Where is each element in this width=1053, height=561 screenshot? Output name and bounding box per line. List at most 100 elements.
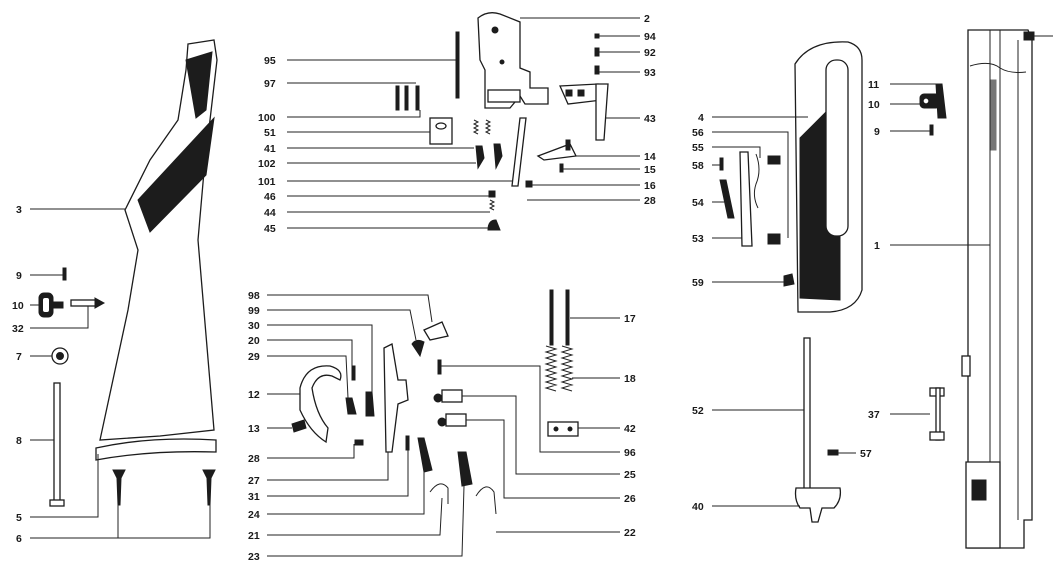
pin-93 bbox=[594, 65, 600, 75]
pin-15 bbox=[559, 163, 564, 173]
spring-22 bbox=[475, 486, 497, 515]
callout-54: 54 bbox=[692, 197, 704, 209]
callout-29: 29 bbox=[248, 351, 260, 363]
hammer-24 bbox=[417, 437, 433, 473]
callout-18: 18 bbox=[624, 373, 636, 385]
callout-46: 46 bbox=[264, 191, 276, 203]
callout-11: 11 bbox=[868, 79, 879, 91]
callout-28: 28 bbox=[248, 453, 260, 465]
callout-28: 28 bbox=[644, 195, 656, 207]
part-30 bbox=[365, 391, 375, 417]
springs-17 bbox=[549, 289, 570, 346]
callout-21: 21 bbox=[248, 530, 260, 542]
callout-23: 23 bbox=[248, 551, 260, 561]
washer-7 bbox=[51, 347, 69, 365]
callout-100: 100 bbox=[258, 112, 276, 124]
forend-assembly: 4 56 55 58 54 53 59 52 57 40 bbox=[692, 41, 872, 523]
pin-96 bbox=[437, 359, 442, 375]
spring-51 bbox=[472, 119, 480, 135]
callout-94: 94 bbox=[644, 31, 656, 43]
callout-59: 59 bbox=[692, 277, 704, 289]
callout-37: 37 bbox=[868, 409, 880, 421]
part-29 bbox=[345, 397, 357, 415]
pin-28 bbox=[354, 439, 364, 446]
trigger-plate-27 bbox=[383, 343, 409, 453]
block-100 bbox=[429, 117, 453, 145]
callout-40: 40 bbox=[692, 501, 704, 513]
callout-58: 58 bbox=[692, 160, 704, 172]
butt-plate bbox=[95, 438, 217, 461]
trigger-callouts: 98 99 30 20 29 12 13 28 27 31 24 21 23 1… bbox=[248, 290, 636, 561]
part-98 bbox=[423, 321, 449, 341]
forend-callouts: 4 56 55 58 54 53 59 52 57 40 bbox=[692, 112, 872, 513]
stock-grip-inlay bbox=[137, 116, 215, 233]
pins-97-b bbox=[404, 85, 409, 111]
callout-43: 43 bbox=[644, 113, 656, 125]
trigger-guard-12 bbox=[299, 365, 342, 444]
stock-callouts: 3 9 10 32 7 8 5 6 bbox=[12, 204, 211, 545]
callout-20: 20 bbox=[248, 335, 260, 347]
pin-92 bbox=[594, 47, 600, 57]
swivel-10-left bbox=[38, 292, 64, 318]
callout-31: 31 bbox=[248, 491, 260, 503]
part-59 bbox=[783, 273, 795, 287]
callout-2: 2 bbox=[644, 13, 650, 25]
callout-41: 41 bbox=[264, 143, 276, 155]
callout-1: 1 bbox=[874, 240, 880, 252]
callout-9: 9 bbox=[16, 270, 22, 282]
receiver-parts: 95 97 100 51 41 102 101 46 44 45 2 94 92… bbox=[258, 12, 656, 235]
part-55 bbox=[767, 155, 781, 165]
callout-5: 5 bbox=[16, 512, 22, 524]
callout-10: 10 bbox=[868, 99, 880, 111]
pin-94 bbox=[594, 33, 600, 39]
butt-plate-screw-left bbox=[112, 469, 126, 506]
callout-44: 44 bbox=[264, 207, 276, 219]
latch-53 bbox=[739, 151, 753, 247]
pin-31 bbox=[405, 435, 410, 451]
sear-102 bbox=[475, 145, 485, 170]
callout-102: 102 bbox=[258, 158, 276, 170]
rod-52 bbox=[803, 337, 811, 491]
swivel-screw-32 bbox=[70, 297, 106, 309]
stock-bolt-8 bbox=[49, 382, 65, 507]
stock-assembly: 3 9 10 32 7 8 5 6 bbox=[12, 39, 218, 545]
cocking-block-25 bbox=[433, 389, 463, 403]
callout-26: 26 bbox=[624, 493, 636, 505]
spring-44 bbox=[488, 199, 496, 211]
lever-rod bbox=[511, 117, 527, 187]
callout-9: 9 bbox=[874, 126, 880, 138]
callout-42: 42 bbox=[624, 423, 636, 435]
stock-comb-shading bbox=[185, 51, 213, 119]
callout-98: 98 bbox=[248, 290, 260, 302]
callout-25: 25 bbox=[624, 469, 636, 481]
callout-22: 22 bbox=[624, 527, 636, 539]
spring-41 bbox=[484, 119, 492, 135]
swivel-10-right bbox=[919, 93, 941, 109]
pins-97-a bbox=[395, 85, 400, 111]
screw-13 bbox=[291, 419, 307, 433]
callout-27: 27 bbox=[248, 475, 260, 487]
callout-14: 14 bbox=[644, 151, 656, 163]
callout-93: 93 bbox=[644, 67, 656, 79]
part-20 bbox=[351, 365, 356, 381]
callout-51: 51 bbox=[264, 127, 276, 139]
callout-56: 56 bbox=[692, 127, 704, 139]
part-40 bbox=[794, 487, 842, 523]
pin-58 bbox=[719, 157, 724, 171]
forend-slot bbox=[825, 59, 849, 237]
pin-9-right bbox=[929, 124, 934, 136]
latch-43 bbox=[559, 83, 609, 141]
block-42 bbox=[547, 421, 579, 437]
callout-24: 24 bbox=[248, 509, 260, 521]
callout-52: 52 bbox=[692, 405, 704, 417]
hammer-23 bbox=[457, 451, 473, 487]
callout-3: 3 bbox=[16, 204, 22, 216]
cocking-block-26 bbox=[437, 413, 467, 427]
pin-16 bbox=[525, 180, 533, 188]
part-99 bbox=[411, 339, 425, 358]
spring-56 bbox=[753, 153, 760, 209]
callout-17: 17 bbox=[624, 313, 636, 325]
callout-99: 99 bbox=[248, 305, 260, 317]
callout-95: 95 bbox=[264, 55, 276, 67]
